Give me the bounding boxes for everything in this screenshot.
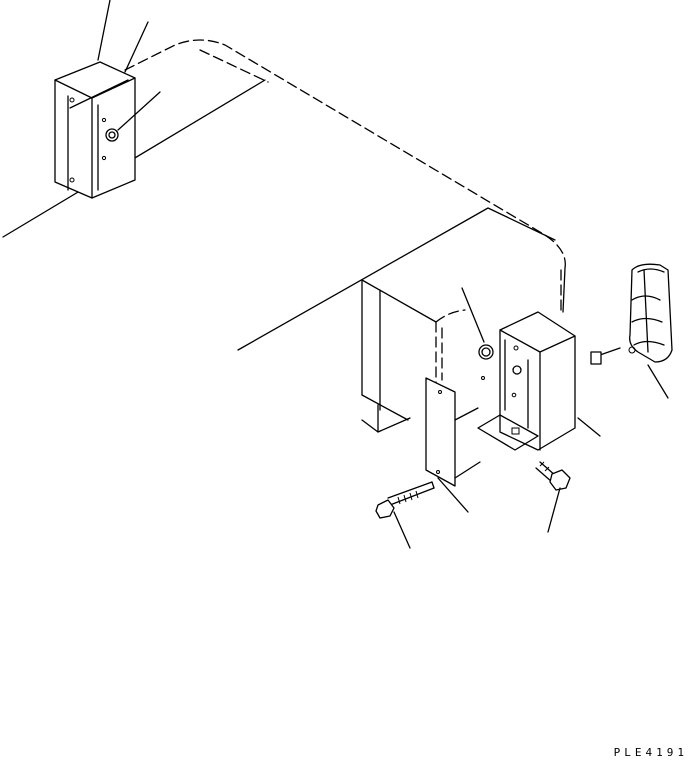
rear-housing <box>362 280 493 432</box>
leader-line-4 <box>462 288 484 342</box>
left-lamp-assembly <box>55 62 135 198</box>
drawing-code: PLE4191 <box>613 746 688 759</box>
leader-line-7 <box>438 478 468 512</box>
leader-line-5 <box>578 418 600 436</box>
rear-lamp-bracket <box>478 312 575 450</box>
rear-combination-lamp <box>591 264 672 364</box>
leader-line-1 <box>98 0 110 60</box>
leader-line-2 <box>125 22 148 72</box>
leader-line-6 <box>648 365 668 398</box>
leader-line-8 <box>394 512 410 548</box>
bolt-left <box>376 482 434 518</box>
cover-plate <box>426 378 480 486</box>
leader-line-3 <box>118 92 160 130</box>
leader-line-9 <box>548 488 560 532</box>
bolt-right <box>536 462 570 490</box>
